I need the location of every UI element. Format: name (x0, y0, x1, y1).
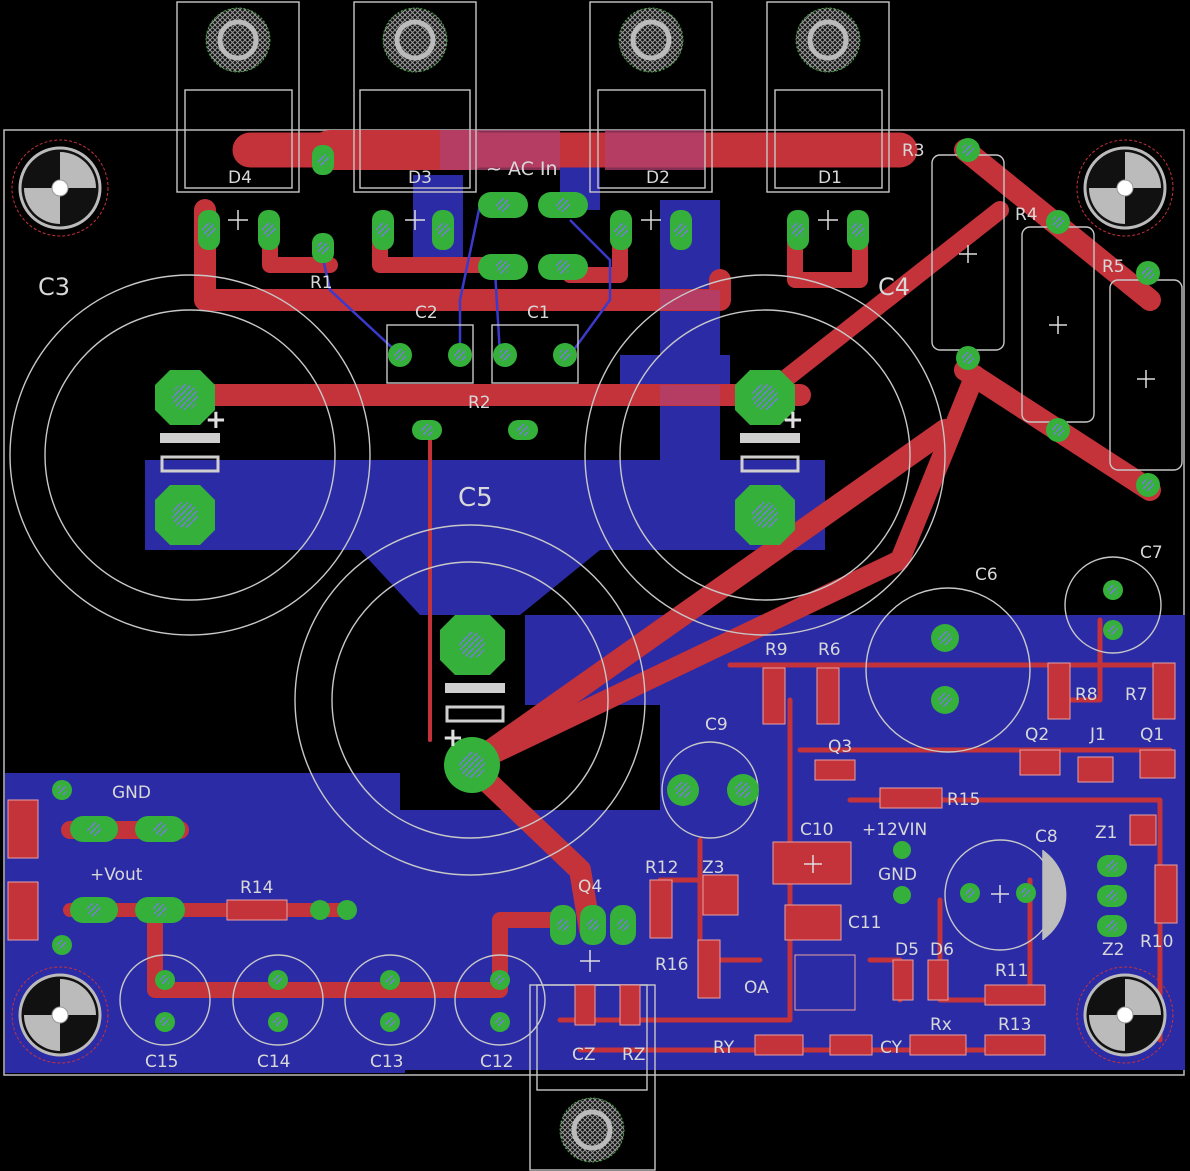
label-j1: J1 (1089, 725, 1106, 745)
label-r6: R6 (818, 640, 841, 660)
label-d3: D3 (408, 168, 432, 188)
mounting-holes (11, 7, 1174, 1163)
label-r1: R1 (310, 273, 333, 293)
label-q2: Q2 (1025, 725, 1049, 745)
label-c11: C11 (848, 913, 882, 933)
label-gnd-right: GND (878, 865, 917, 885)
smd-pads (7, 662, 1178, 1056)
label-q3: Q3 (828, 737, 852, 757)
label-c1: C1 (527, 303, 550, 323)
svg-text:+: + (205, 405, 227, 435)
label-q1: Q1 (1140, 725, 1164, 745)
label-c6: C6 (975, 565, 998, 585)
label-d4: D4 (228, 168, 252, 188)
label-c2: C2 (415, 303, 438, 323)
label-r14: R14 (240, 878, 273, 898)
label-c3: C3 (38, 273, 70, 301)
label-r4: R4 (1015, 205, 1038, 225)
label-c4: C4 (878, 273, 910, 301)
label-r7: R7 (1125, 685, 1148, 705)
label-cz: CZ (572, 1045, 596, 1065)
label-c5: C5 (458, 483, 493, 513)
label-r13: R13 (998, 1015, 1031, 1035)
label-z3: Z3 (702, 858, 724, 878)
label-r3: R3 (902, 141, 925, 161)
label-vout: +Vout (90, 865, 143, 885)
label-r9: R9 (765, 640, 788, 660)
label-r5: R5 (1102, 257, 1125, 277)
label-d2: D2 (646, 168, 670, 188)
label-z1: Z1 (1095, 823, 1117, 843)
label-c8: C8 (1035, 827, 1058, 847)
label-c15: C15 (145, 1052, 179, 1072)
label-d1: D1 (818, 168, 842, 188)
label-z2: Z2 (1102, 940, 1124, 960)
label-ry: RY (713, 1038, 735, 1058)
label-r2: R2 (468, 393, 491, 413)
label-r10: R10 (1140, 932, 1173, 952)
label-r8: R8 (1075, 685, 1098, 705)
label-c12: C12 (480, 1052, 514, 1072)
label-rx: Rx (930, 1015, 952, 1035)
large-pads (155, 370, 795, 793)
label-r12: R12 (645, 858, 678, 878)
board-outline (3, 129, 1185, 1076)
label-d5: D5 (895, 940, 919, 960)
label-gnd-top: GND (112, 783, 151, 803)
label-q4: Q4 (578, 877, 602, 897)
silk-crosses (228, 210, 1155, 972)
label-c13: C13 (370, 1052, 404, 1072)
label-rz: RZ (622, 1045, 645, 1065)
cap-polarity-marks: + + + (160, 405, 804, 753)
label-oa: OA (744, 978, 769, 998)
overlap-areas (440, 130, 720, 405)
silk-labels: D4 D3 D2 D1 ~ AC In R1 C2 C1 R2 C3 C4 C5… (38, 141, 1173, 1072)
label-ac-in: ~ AC In (486, 158, 558, 180)
label-c7: C7 (1140, 543, 1163, 563)
label-c14: C14 (257, 1052, 291, 1072)
svg-text:+: + (442, 723, 464, 753)
label-c9: C9 (705, 715, 728, 735)
silkscreen-layer (9, 1, 1183, 1171)
label-c10: C10 (800, 820, 834, 840)
label-12vin: +12VIN (862, 820, 927, 840)
label-cy: CY (880, 1038, 903, 1058)
label-d6: D6 (930, 940, 954, 960)
c8-polarity-mark (1043, 850, 1067, 940)
svg-text:+: + (782, 405, 804, 435)
small-pads (52, 138, 1160, 1032)
label-r15: R15 (947, 790, 980, 810)
label-r16: R16 (655, 955, 688, 975)
label-r11: R11 (995, 961, 1028, 981)
